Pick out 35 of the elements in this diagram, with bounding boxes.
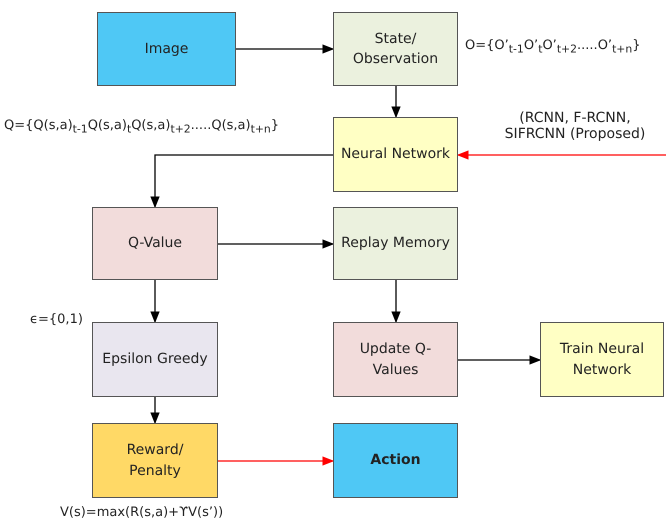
box-label: Image	[144, 40, 190, 59]
arrow	[458, 355, 542, 365]
box-label: Action	[369, 451, 422, 470]
arrow	[218, 456, 334, 466]
formula-text: Q={Q(s,a)$_{t-1}$Q(s,a)$_{t}$Q(s,a)$_{t+2}$.....Q(s,a)$_{t+n}$}	[4, 118, 280, 136]
arrow	[150, 280, 160, 324]
formula-text: ϵ={0,1)	[30, 312, 83, 327]
box-label: Update Q-Values	[358, 340, 432, 380]
box-label: Train Neural Network	[558, 340, 646, 380]
process-box	[540, 322, 664, 397]
edge-label: (RCNN, F-RCNN, SIFRCNN (Proposed)	[504, 110, 646, 142]
arrow	[236, 44, 334, 54]
formula-text: V(s)=max(R(s,a)+ϒV(s’))	[60, 505, 224, 520]
arrow	[391, 280, 401, 324]
arrow	[150, 397, 160, 424]
arrow	[218, 239, 334, 249]
box-label: State/ Observation	[352, 30, 440, 69]
process-box	[92, 322, 218, 397]
box-label: Q-Value	[126, 234, 184, 254]
process-box	[333, 322, 458, 397]
process-box	[92, 423, 218, 498]
arrow	[391, 86, 401, 118]
arrow	[456, 150, 666, 160]
box-label: Replay Memory	[340, 234, 451, 254]
process-box	[333, 117, 458, 192]
box-label: Neural Network	[340, 145, 452, 164]
process-box	[97, 12, 236, 86]
process-box	[333, 12, 458, 86]
process-box	[333, 423, 458, 498]
arrow	[150, 154, 333, 208]
box-label: Epsilon Greedy	[101, 350, 209, 370]
process-box	[333, 207, 458, 280]
process-box	[92, 207, 218, 280]
box-label: Reward/ Penalty	[126, 441, 184, 480]
formula-text: O={O’$_{t-1}$O’$_{t}$O’$_{t+2}$.....O’$_{t+n}$}	[465, 38, 641, 56]
